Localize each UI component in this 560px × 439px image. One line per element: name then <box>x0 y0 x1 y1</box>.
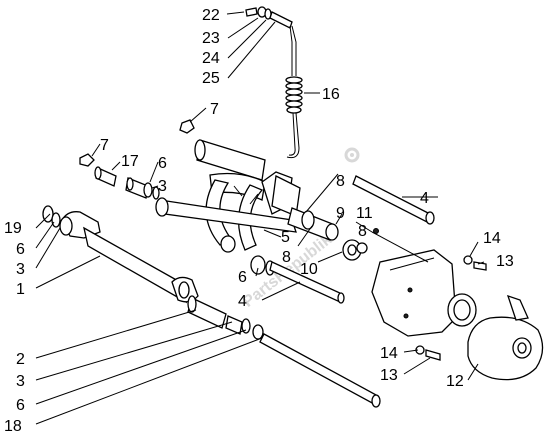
callout-7-upper: 7 <box>210 101 219 118</box>
callout-14-upper: 14 <box>483 230 501 247</box>
callout-13-lower: 13 <box>380 367 398 384</box>
callout-22: 22 <box>202 7 220 24</box>
callout-6-middle: 6 <box>238 269 247 286</box>
callout-10: 10 <box>300 261 318 278</box>
callout-11: 11 <box>356 205 373 222</box>
gear-watermark-icon <box>344 147 360 163</box>
swing-arm-frame <box>155 119 339 253</box>
callout-6-upper: 6 <box>158 155 167 172</box>
upper-left-bushings <box>79 153 160 200</box>
callout-8-middle: 8 <box>282 249 291 266</box>
callout-12: 12 <box>446 373 464 390</box>
main-swing-arm <box>42 205 199 304</box>
callout-14-lower: 14 <box>380 345 398 362</box>
callout-5: 5 <box>281 229 290 246</box>
callout-6-left: 6 <box>16 241 25 258</box>
spring-rod-assembly <box>245 6 303 159</box>
bolt-pair-upper <box>463 255 487 271</box>
callout-25: 25 <box>202 70 220 87</box>
callout-7-left: 7 <box>100 137 109 154</box>
callout-1: 1 <box>16 281 25 298</box>
callout-16: 16 <box>322 86 340 103</box>
bolt-pair-lower <box>415 345 441 361</box>
callout-17: 17 <box>121 153 139 170</box>
rubber-bush <box>342 228 379 261</box>
callout-3-lower: 3 <box>16 373 25 390</box>
callout-4-right: 4 <box>420 190 429 207</box>
callout-9: 9 <box>336 205 345 222</box>
lower-bushing-bolt-set <box>187 295 381 408</box>
callout-3-left: 3 <box>16 261 25 278</box>
end-cover <box>467 294 544 381</box>
callout-3-upper: 3 <box>158 178 167 195</box>
callout-4-middle: 4 <box>238 293 247 310</box>
callout-24: 24 <box>202 50 220 67</box>
bracket-housing <box>371 249 477 337</box>
callout-13-upper: 13 <box>496 253 514 270</box>
callout-8-bracket: 8 <box>358 223 367 240</box>
right-shaft <box>352 175 435 225</box>
coil-spring <box>285 76 303 114</box>
callout-2: 2 <box>16 351 25 368</box>
callout-6-lower: 6 <box>16 397 25 414</box>
center-shaft <box>250 255 345 304</box>
callout-18: 18 <box>4 418 22 435</box>
callout-19: 19 <box>4 220 22 237</box>
callout-labels: 22 23 24 25 16 7 7 17 6 3 8 4 9 11 5 8 8… <box>4 7 514 435</box>
leader-lines <box>35 11 485 425</box>
callout-23: 23 <box>202 30 220 47</box>
callout-8-top: 8 <box>336 173 345 190</box>
